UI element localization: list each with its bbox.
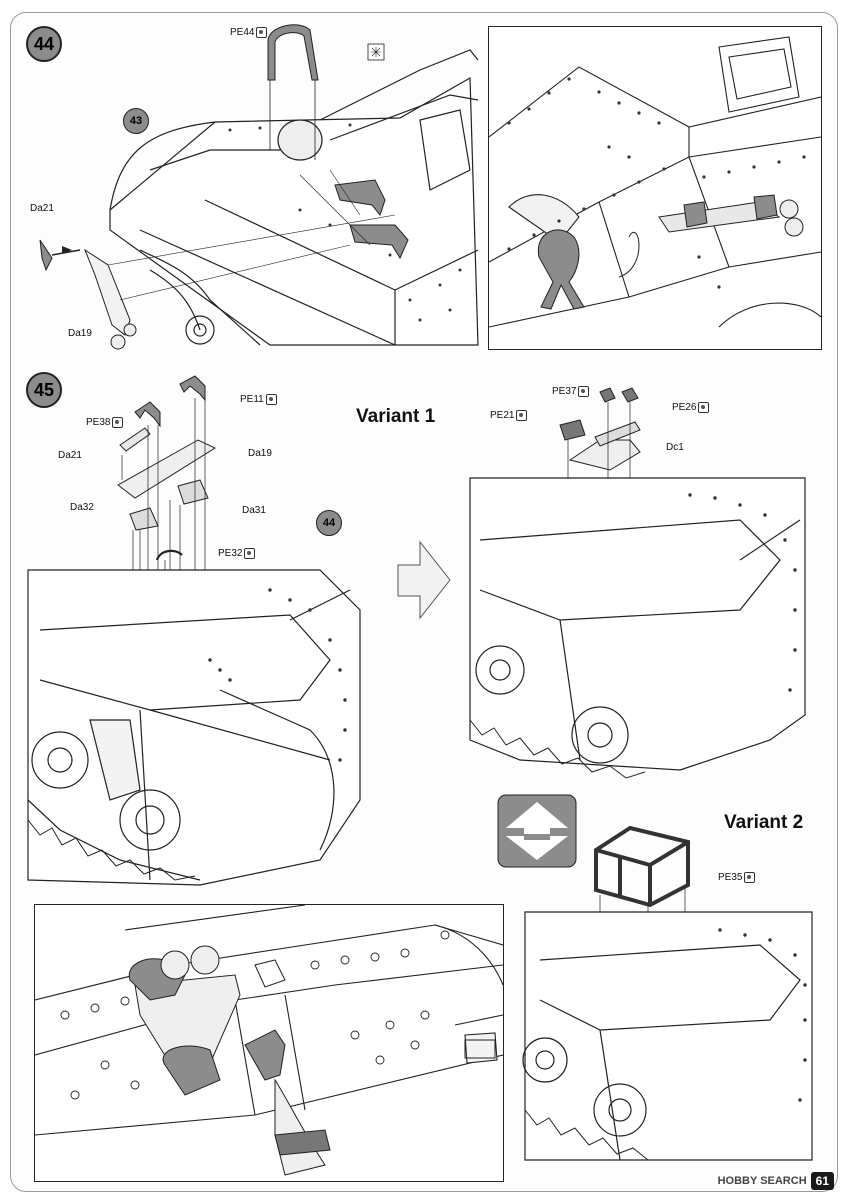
watermark-brand: HOBBY SEARCH: [717, 1175, 807, 1187]
pe-icon: [516, 410, 528, 421]
label-pe32: PE32: [218, 548, 256, 560]
label-pe21: PE21: [490, 410, 528, 422]
step-44-detail-drawing: [489, 36, 821, 328]
page-number: 61: [810, 1172, 834, 1190]
label-pe38: PE38: [86, 417, 124, 429]
step-44-badge: 44: [26, 26, 62, 62]
step-44-detail-panel: [488, 26, 822, 350]
label-da19-step45: Da19: [248, 448, 272, 459]
label-pe26: PE26: [672, 402, 710, 414]
pe32-text: PE32: [218, 548, 243, 560]
pe-icon: [256, 27, 268, 38]
label-da32: Da32: [70, 502, 94, 513]
step-45-badge: 45: [26, 372, 62, 408]
part-44-callout: 44: [316, 510, 342, 536]
step-45-detail-panel: [34, 904, 504, 1182]
label-pe11: PE11: [240, 394, 277, 405]
label-pe37: PE37: [552, 386, 590, 398]
pe35-text: PE35: [718, 872, 743, 884]
pe-icon: [265, 394, 277, 405]
label-da31: Da31: [242, 505, 266, 516]
label-pe44: PE44: [230, 27, 268, 39]
pe26-text: PE26: [672, 402, 697, 414]
step-45-detail-drawing: [35, 905, 503, 1176]
pe11-text: PE11: [240, 394, 264, 406]
pe-icon: [698, 402, 710, 413]
label-da21-step44: Da21: [30, 203, 54, 214]
pe37-text: PE37: [552, 386, 577, 398]
label-da19-step44: Da19: [68, 328, 92, 339]
label-pe35: PE35: [718, 872, 756, 884]
pe38-text: PE38: [86, 417, 111, 429]
variant-1-heading: Variant 1: [356, 406, 436, 427]
watermark: HOBBY SEARCH 61: [718, 1172, 834, 1190]
pe21-text: PE21: [490, 410, 515, 422]
part-43-callout: 43: [123, 108, 149, 134]
pe-icon: [578, 386, 590, 397]
variant-2-heading: Variant 2: [724, 812, 804, 833]
pe44-text: PE44: [230, 27, 255, 39]
label-da21-step45: Da21: [58, 450, 82, 461]
pe-icon: [744, 872, 756, 883]
pe-icon: [112, 417, 124, 428]
label-dc1: Dc1: [666, 442, 684, 453]
pe-icon: [244, 548, 256, 559]
